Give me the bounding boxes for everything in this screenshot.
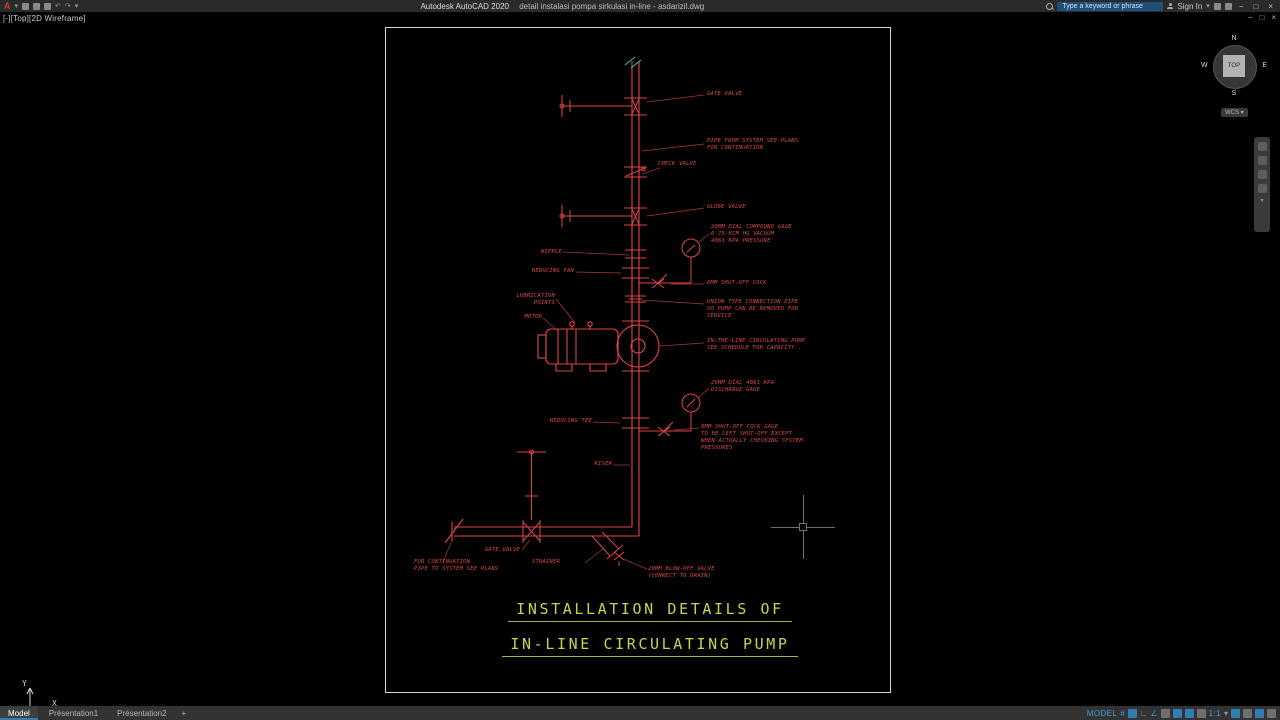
ucs-x-label: X	[52, 699, 57, 708]
pipe-diagram	[442, 56, 710, 570]
dynamic-input-icon[interactable]	[1196, 708, 1206, 718]
viewport-controls[interactable]: [-][Top][2D Wireframe]	[3, 14, 86, 23]
tab-presentation2[interactable]: Présentation2	[117, 708, 167, 718]
annotation: 20MM BLOW-OFF VALVE (CONNECT TO DRAIN)	[648, 566, 715, 579]
annotation: 20MM DIAL COMPOUND GAGE 0-75-KCM HG VACU…	[711, 224, 792, 244]
drawing-sheet[interactable]: GATE VALVE PIPE FROM SYSTEM SEE PLANS FO…	[385, 27, 891, 693]
annotation: 20MM DIAL 4061 KPA DISCHARGE GAGE	[711, 380, 775, 393]
pipe-break-icon	[624, 56, 642, 69]
annotation-scale-button[interactable]: 1:1	[1208, 708, 1221, 718]
workspace-gear-icon[interactable]	[1243, 708, 1252, 718]
clean-screen-icon[interactable]	[1267, 708, 1276, 718]
ortho-icon[interactable]: ∟	[1139, 708, 1148, 718]
viewcube[interactable]: TOP N S W E	[1201, 35, 1267, 97]
annotation-visibility-icon[interactable]	[1231, 708, 1240, 718]
drawing-title-text-2: IN-LINE CIRCULATING PUMP	[502, 635, 798, 657]
new-layout-button[interactable]: +	[181, 708, 187, 718]
window-title: Autodesk AutoCAD 2020 detail instalasi p…	[82, 2, 1042, 11]
drawing-title-line2: IN-LINE CIRCULATING PUMP	[410, 635, 890, 657]
viewcube-top-face[interactable]: TOP	[1223, 55, 1245, 77]
annotation: MOTOR	[524, 314, 542, 320]
annotation: GLOBE VALVE	[707, 204, 746, 210]
navigation-bar[interactable]: ▾	[1254, 137, 1270, 232]
doc-restore-button[interactable]: □	[1259, 13, 1265, 22]
annotation: RISER	[594, 461, 612, 467]
open-icon[interactable]	[22, 2, 30, 10]
annotation: IN-THE-LINE CIRCULATING PUMP SEE SCHEDUL…	[707, 338, 806, 351]
plot-icon[interactable]	[44, 2, 52, 10]
user-icon	[1167, 3, 1174, 9]
annotation: NIPPLE	[540, 249, 562, 255]
navbar-more-caret[interactable]: ▾	[1260, 198, 1264, 204]
redo-icon[interactable]: ↷	[64, 3, 71, 10]
annotation: REDUCING TEE	[549, 418, 592, 424]
minimize-button[interactable]: −	[1238, 1, 1244, 11]
orbit-icon[interactable]	[1257, 184, 1267, 193]
annotation: LUBRICATION POINTS	[516, 293, 555, 306]
app-name: Autodesk AutoCAD 2020	[420, 1, 509, 11]
flanges	[622, 97, 649, 429]
annotation: GATE VALVE	[707, 91, 743, 97]
model-space-button[interactable]: MODEL	[1086, 708, 1118, 718]
quick-access-caret[interactable]: ▾	[74, 3, 79, 10]
annotation: FOR CONTINUATION PIPE TO SYSTEM SEE PLAN…	[414, 559, 499, 572]
app-store-icon[interactable]	[1213, 2, 1221, 10]
save-icon[interactable]	[33, 2, 41, 10]
pump-symbol	[537, 321, 660, 372]
lineweight-icon[interactable]	[1184, 708, 1194, 718]
viewcube-east[interactable]: E	[1262, 62, 1267, 69]
stay-connected-icon[interactable]	[1224, 2, 1232, 10]
annotation: STRAINER	[532, 559, 561, 565]
annotation: PIPE FROM SYSTEM SEE PLANS FOR CONTINUAT…	[707, 138, 799, 151]
osnap-icon[interactable]	[1172, 708, 1182, 718]
doc-close-button[interactable]: ×	[1271, 13, 1276, 22]
bottom-valve-strainer	[517, 449, 625, 566]
zoom-icon[interactable]	[1257, 170, 1267, 179]
tab-model[interactable]: Model	[0, 706, 38, 720]
valve-symbols	[559, 95, 646, 227]
autocad-logo[interactable]: A	[4, 1, 11, 11]
document-window-buttons: − □ ×	[1248, 13, 1276, 22]
crosshair-pickbox	[799, 523, 807, 531]
wcs-button[interactable]: WCS ▾	[1221, 108, 1248, 117]
close-button[interactable]: ×	[1268, 1, 1273, 11]
polar-tracking-icon[interactable]: ∠	[1150, 708, 1158, 718]
doc-minimize-button[interactable]: −	[1247, 13, 1253, 22]
viewcube-west[interactable]: W	[1201, 62, 1208, 69]
viewcube-north[interactable]: N	[1231, 35, 1237, 42]
isodraft-icon[interactable]	[1160, 708, 1170, 718]
annotation: REDUCING FAN	[531, 268, 574, 274]
annotation: GATE VALVE	[484, 547, 520, 553]
app-menu-caret[interactable]: ▾	[14, 3, 19, 10]
navigation-wheel-icon[interactable]	[1257, 142, 1267, 151]
maximize-button[interactable]: □	[1253, 1, 1259, 11]
titlebar: A ▾ ↶ ↷ ▾ Autodesk AutoCAD 2020 detail i…	[0, 0, 1280, 12]
drawing-title-line1: INSTALLATION DETAILS OF	[410, 600, 890, 622]
tab-presentation1[interactable]: Présentation1	[48, 708, 99, 718]
annotation: CHECK VALVE	[658, 161, 697, 167]
sign-in-button[interactable]: Sign In	[1177, 1, 1203, 11]
document-name: detail instalasi pompa sirkulasi in-line…	[519, 1, 705, 11]
leader-lines	[442, 94, 710, 570]
annotation: 6MM SHUT-OFF COCK GAGE TO BE LEFT SHUT-O…	[701, 424, 803, 451]
sign-in-caret[interactable]: ▾	[1206, 3, 1210, 10]
grid-icon[interactable]: #	[1120, 708, 1125, 718]
annotation: 6MM SHUT-OFF COCK	[707, 280, 767, 286]
ucs-y-label: Y	[22, 679, 27, 688]
isolate-objects-icon[interactable]	[1255, 708, 1264, 718]
viewcube-south[interactable]: S	[1231, 90, 1237, 97]
statusbar: Model Présentation1 Présentation2 + MODE…	[0, 706, 1280, 720]
undo-icon[interactable]: ↶	[55, 3, 61, 10]
snap-mode-icon[interactable]	[1127, 708, 1137, 718]
scale-caret[interactable]: ▾	[1223, 708, 1228, 718]
search-icon[interactable]	[1046, 2, 1054, 10]
pan-icon[interactable]	[1257, 156, 1267, 165]
annotation: UNION TYPE CONNECTION PIPE SO PUMP CAN B…	[707, 299, 799, 319]
search-input[interactable]: Type a keyword or phrase	[1057, 1, 1164, 11]
gauge-symbols	[639, 238, 701, 437]
drawing-title-text-1: INSTALLATION DETAILS OF	[508, 600, 792, 622]
